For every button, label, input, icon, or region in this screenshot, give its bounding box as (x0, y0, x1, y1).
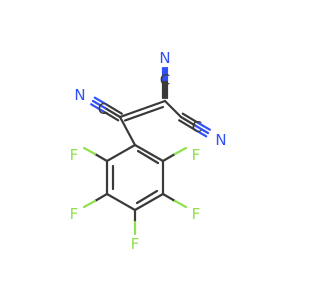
bond-single-right (163, 99, 183, 119)
atom-c-right: C (192, 118, 202, 136)
benzene-ring (105, 143, 165, 212)
atom-f-lower-right: F (192, 205, 201, 223)
bond-double-alkene (118, 99, 167, 122)
atom-c-top: C (160, 71, 170, 89)
atom-n-right: N (215, 131, 226, 149)
atom-c-left: C (98, 100, 108, 118)
atom-n-left: N (74, 86, 85, 104)
molecule-diagram: N C N C N C F F F F F (70, 49, 227, 253)
atom-f-bottom: F (131, 235, 140, 253)
bond-triple-top-nitrile (161, 66, 169, 100)
atom-f-lower-left: F (70, 205, 79, 223)
cf-bonds (82, 146, 188, 236)
bond-triple-right-nitrile (178, 112, 211, 138)
atom-f-upper-right: F (192, 146, 201, 164)
atom-n-top: N (159, 49, 170, 67)
bond-single-ring-attach (118, 115, 137, 147)
bond-triple-left-nitrile (90, 96, 123, 122)
atom-f-upper-left: F (70, 146, 79, 164)
